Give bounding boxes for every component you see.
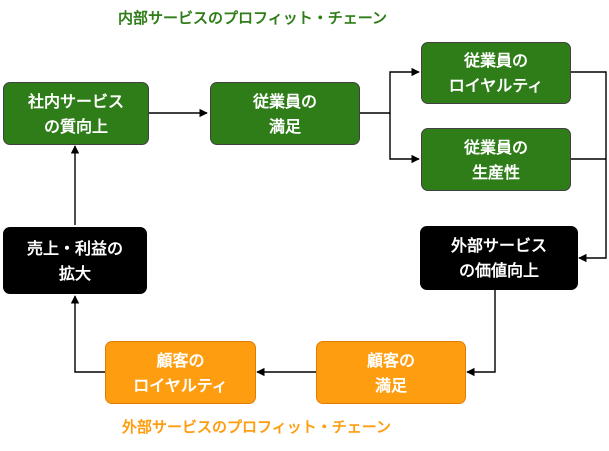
arrow-customer-loyalty-to-sales <box>70 295 105 373</box>
arrow-satisfaction-to-productivity <box>389 113 420 164</box>
arrow-external-to-customer-satisfaction <box>466 290 496 377</box>
node-customer-loyalty: 顧客の ロイヤルティ <box>105 341 256 404</box>
arrow-satisfaction-to-loyalty <box>360 67 420 114</box>
external-chain-title: 外部サービスのプロフィット・チェーン <box>122 418 391 436</box>
node-external-service-value: 外部サービス の価値向上 <box>420 226 578 290</box>
node-customer-satisfaction: 顧客の 満足 <box>316 341 466 404</box>
node-internal-service-quality: 社内サービス の質向上 <box>3 82 149 145</box>
internal-chain-title: 内部サービスのプロフィット・チェーン <box>118 9 387 27</box>
node-employee-satisfaction: 従業員の 満足 <box>210 82 360 145</box>
node-sales-profit: 売上・利益の 拡大 <box>3 227 147 294</box>
arrow-loyalty-to-external <box>571 71 607 263</box>
node-employee-productivity: 従業員の 生産性 <box>421 128 571 191</box>
node-employee-loyalty: 従業員の ロイヤルティ <box>421 42 571 104</box>
